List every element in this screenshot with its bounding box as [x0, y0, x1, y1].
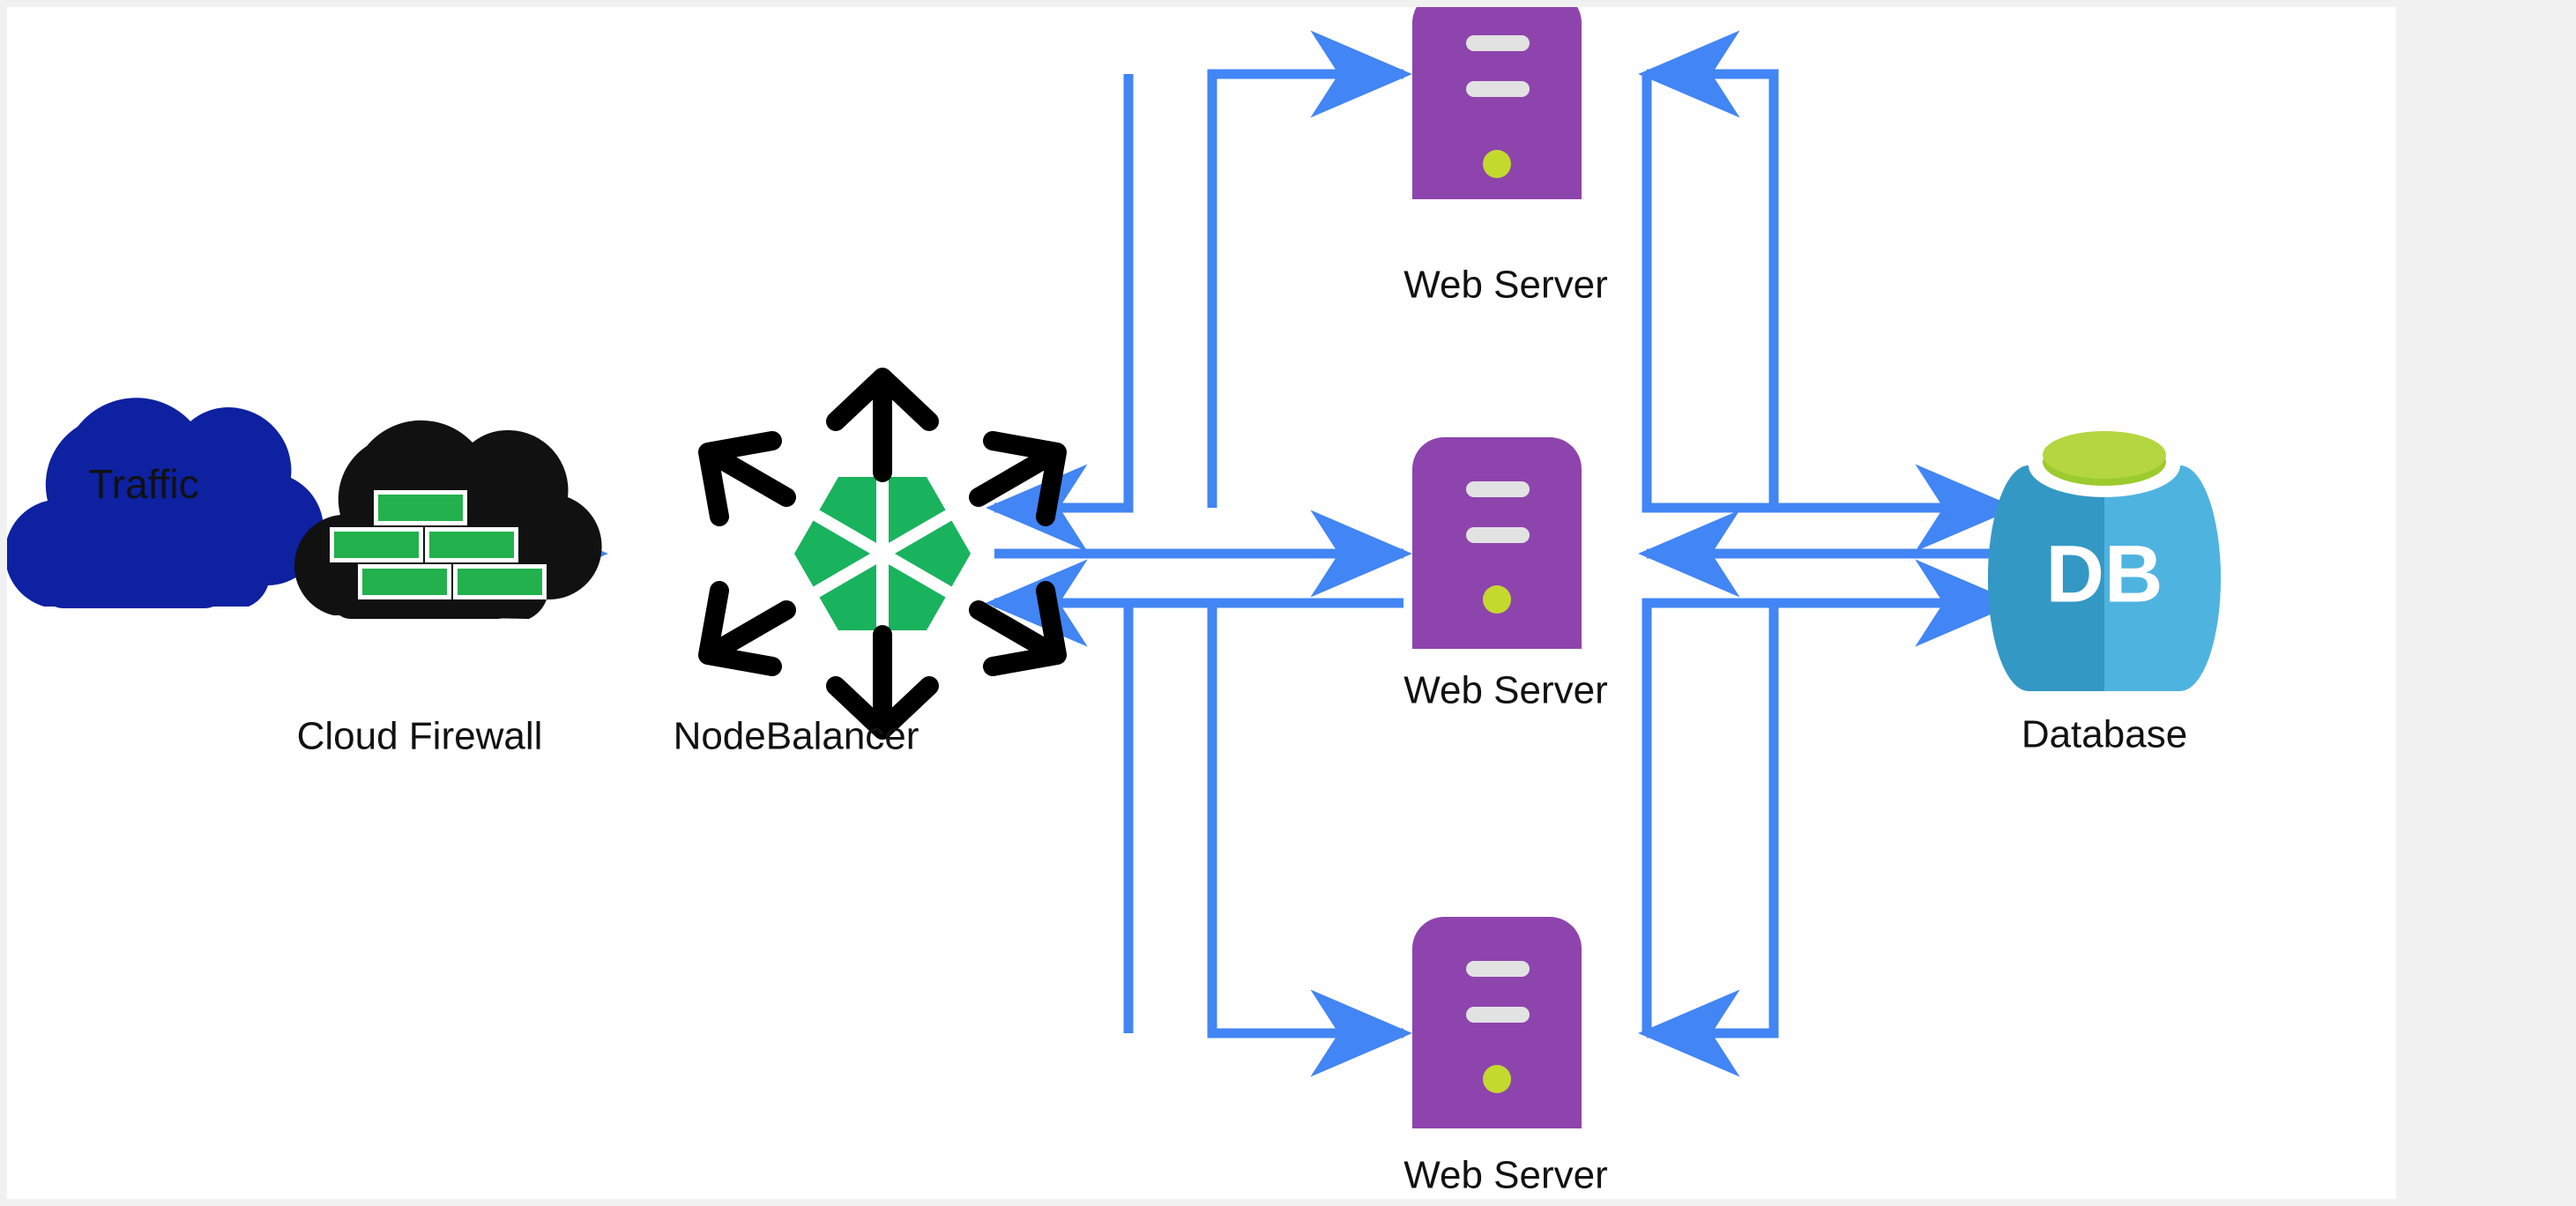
- cloud-icon: [7, 398, 324, 608]
- web-server-middle-label: Web Server: [1403, 669, 1608, 712]
- web-server-bottom-node[interactable]: Web Server: [1403, 917, 1608, 1197]
- cloud-firewall-label: Cloud Firewall: [297, 715, 543, 758]
- database-cylinder-icon: DB: [1987, 431, 2222, 691]
- nodebalancer-label: NodeBalancer: [674, 715, 919, 758]
- server-tower-icon: [1412, 7, 1582, 199]
- diagram-canvas: Traffic Cloud Firewall: [7, 7, 2396, 1199]
- connector-nb-to-webserver-bottom: [1207, 603, 1412, 1077]
- server-tower-icon: [1412, 437, 1582, 649]
- server-tower-icon: [1412, 917, 1582, 1128]
- connector-database-to-webserver-top: [1638, 30, 1779, 508]
- web-server-top-node[interactable]: Web Server: [1403, 7, 1608, 307]
- traffic-node[interactable]: Traffic: [7, 398, 324, 608]
- database-badge: DB: [2046, 529, 2163, 619]
- firewall-cloud-icon: [294, 420, 602, 619]
- firewall-brick-wall: [330, 490, 547, 599]
- connector-webserver-top-to-database: [1642, 74, 2017, 552]
- cloud-firewall-node[interactable]: Cloud Firewall: [294, 420, 602, 758]
- connection-lines: [247, 30, 2017, 1077]
- web-server-top-label: Web Server: [1403, 264, 1608, 307]
- nodebalancer-node[interactable]: NodeBalancer: [674, 368, 1067, 758]
- traffic-label: Traffic: [88, 461, 198, 507]
- web-server-middle-node[interactable]: Web Server: [1403, 437, 1608, 712]
- nodebalancer-hexagon-icon: [698, 368, 1067, 740]
- connector-nb-to-webserver-top: [1207, 30, 1412, 508]
- connector-webserver-bottom-to-database: [1642, 559, 2017, 1033]
- database-label: Database: [2021, 713, 2187, 756]
- database-node[interactable]: DB Database: [1987, 431, 2222, 756]
- web-server-bottom-label: Web Server: [1403, 1154, 1608, 1197]
- connector-database-to-webserver-bottom: [1638, 603, 1779, 1077]
- architecture-diagram: Traffic Cloud Firewall: [7, 7, 2222, 1197]
